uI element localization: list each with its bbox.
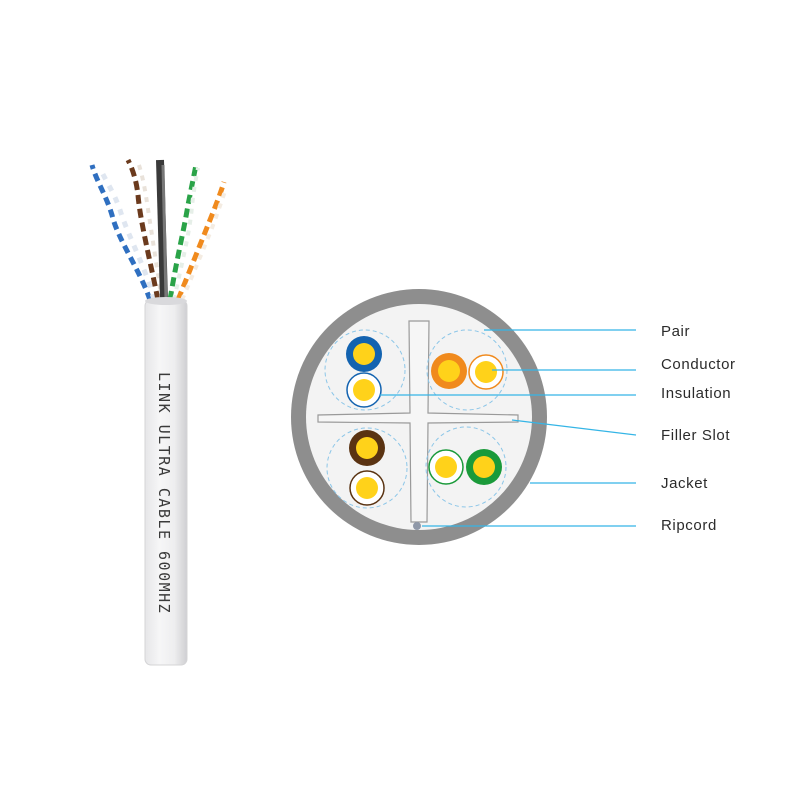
white-orange-conductor bbox=[475, 361, 497, 383]
twisted-wires bbox=[89, 158, 228, 301]
label-jacket: Jacket bbox=[661, 475, 708, 492]
white-green-conductor bbox=[435, 456, 457, 478]
leader-filler-slot bbox=[511, 419, 637, 436]
orange-conductor bbox=[438, 360, 460, 382]
label-filler-slot: Filler Slot bbox=[661, 427, 730, 444]
label-conductor: Conductor bbox=[661, 356, 736, 373]
label-pair: Pair bbox=[661, 323, 690, 340]
brown-conductor bbox=[356, 437, 378, 459]
filler-cross bbox=[317, 320, 519, 523]
white-blue-conductor bbox=[353, 379, 375, 401]
pair-outline-blue bbox=[324, 329, 406, 411]
pair-outline-green bbox=[425, 426, 507, 508]
cable-illustration: LINK ULTRA CABLE 600MHZ bbox=[89, 158, 228, 666]
green-conductor bbox=[473, 456, 495, 478]
cable-print-text: LINK ULTRA CABLE 600MHZ bbox=[155, 372, 173, 614]
label-ripcord: Ripcord bbox=[661, 517, 717, 534]
label-insulation: Insulation bbox=[661, 385, 731, 402]
callout-labels: Pair Conductor Insulation Filler Slot Ja… bbox=[661, 323, 736, 534]
white-brown-conductor bbox=[356, 477, 378, 499]
ripcord-dot bbox=[413, 522, 421, 530]
pair-outline-brown bbox=[326, 427, 408, 509]
blue-conductor bbox=[353, 343, 375, 365]
leader-lines bbox=[380, 329, 637, 527]
cross-section bbox=[291, 289, 547, 545]
